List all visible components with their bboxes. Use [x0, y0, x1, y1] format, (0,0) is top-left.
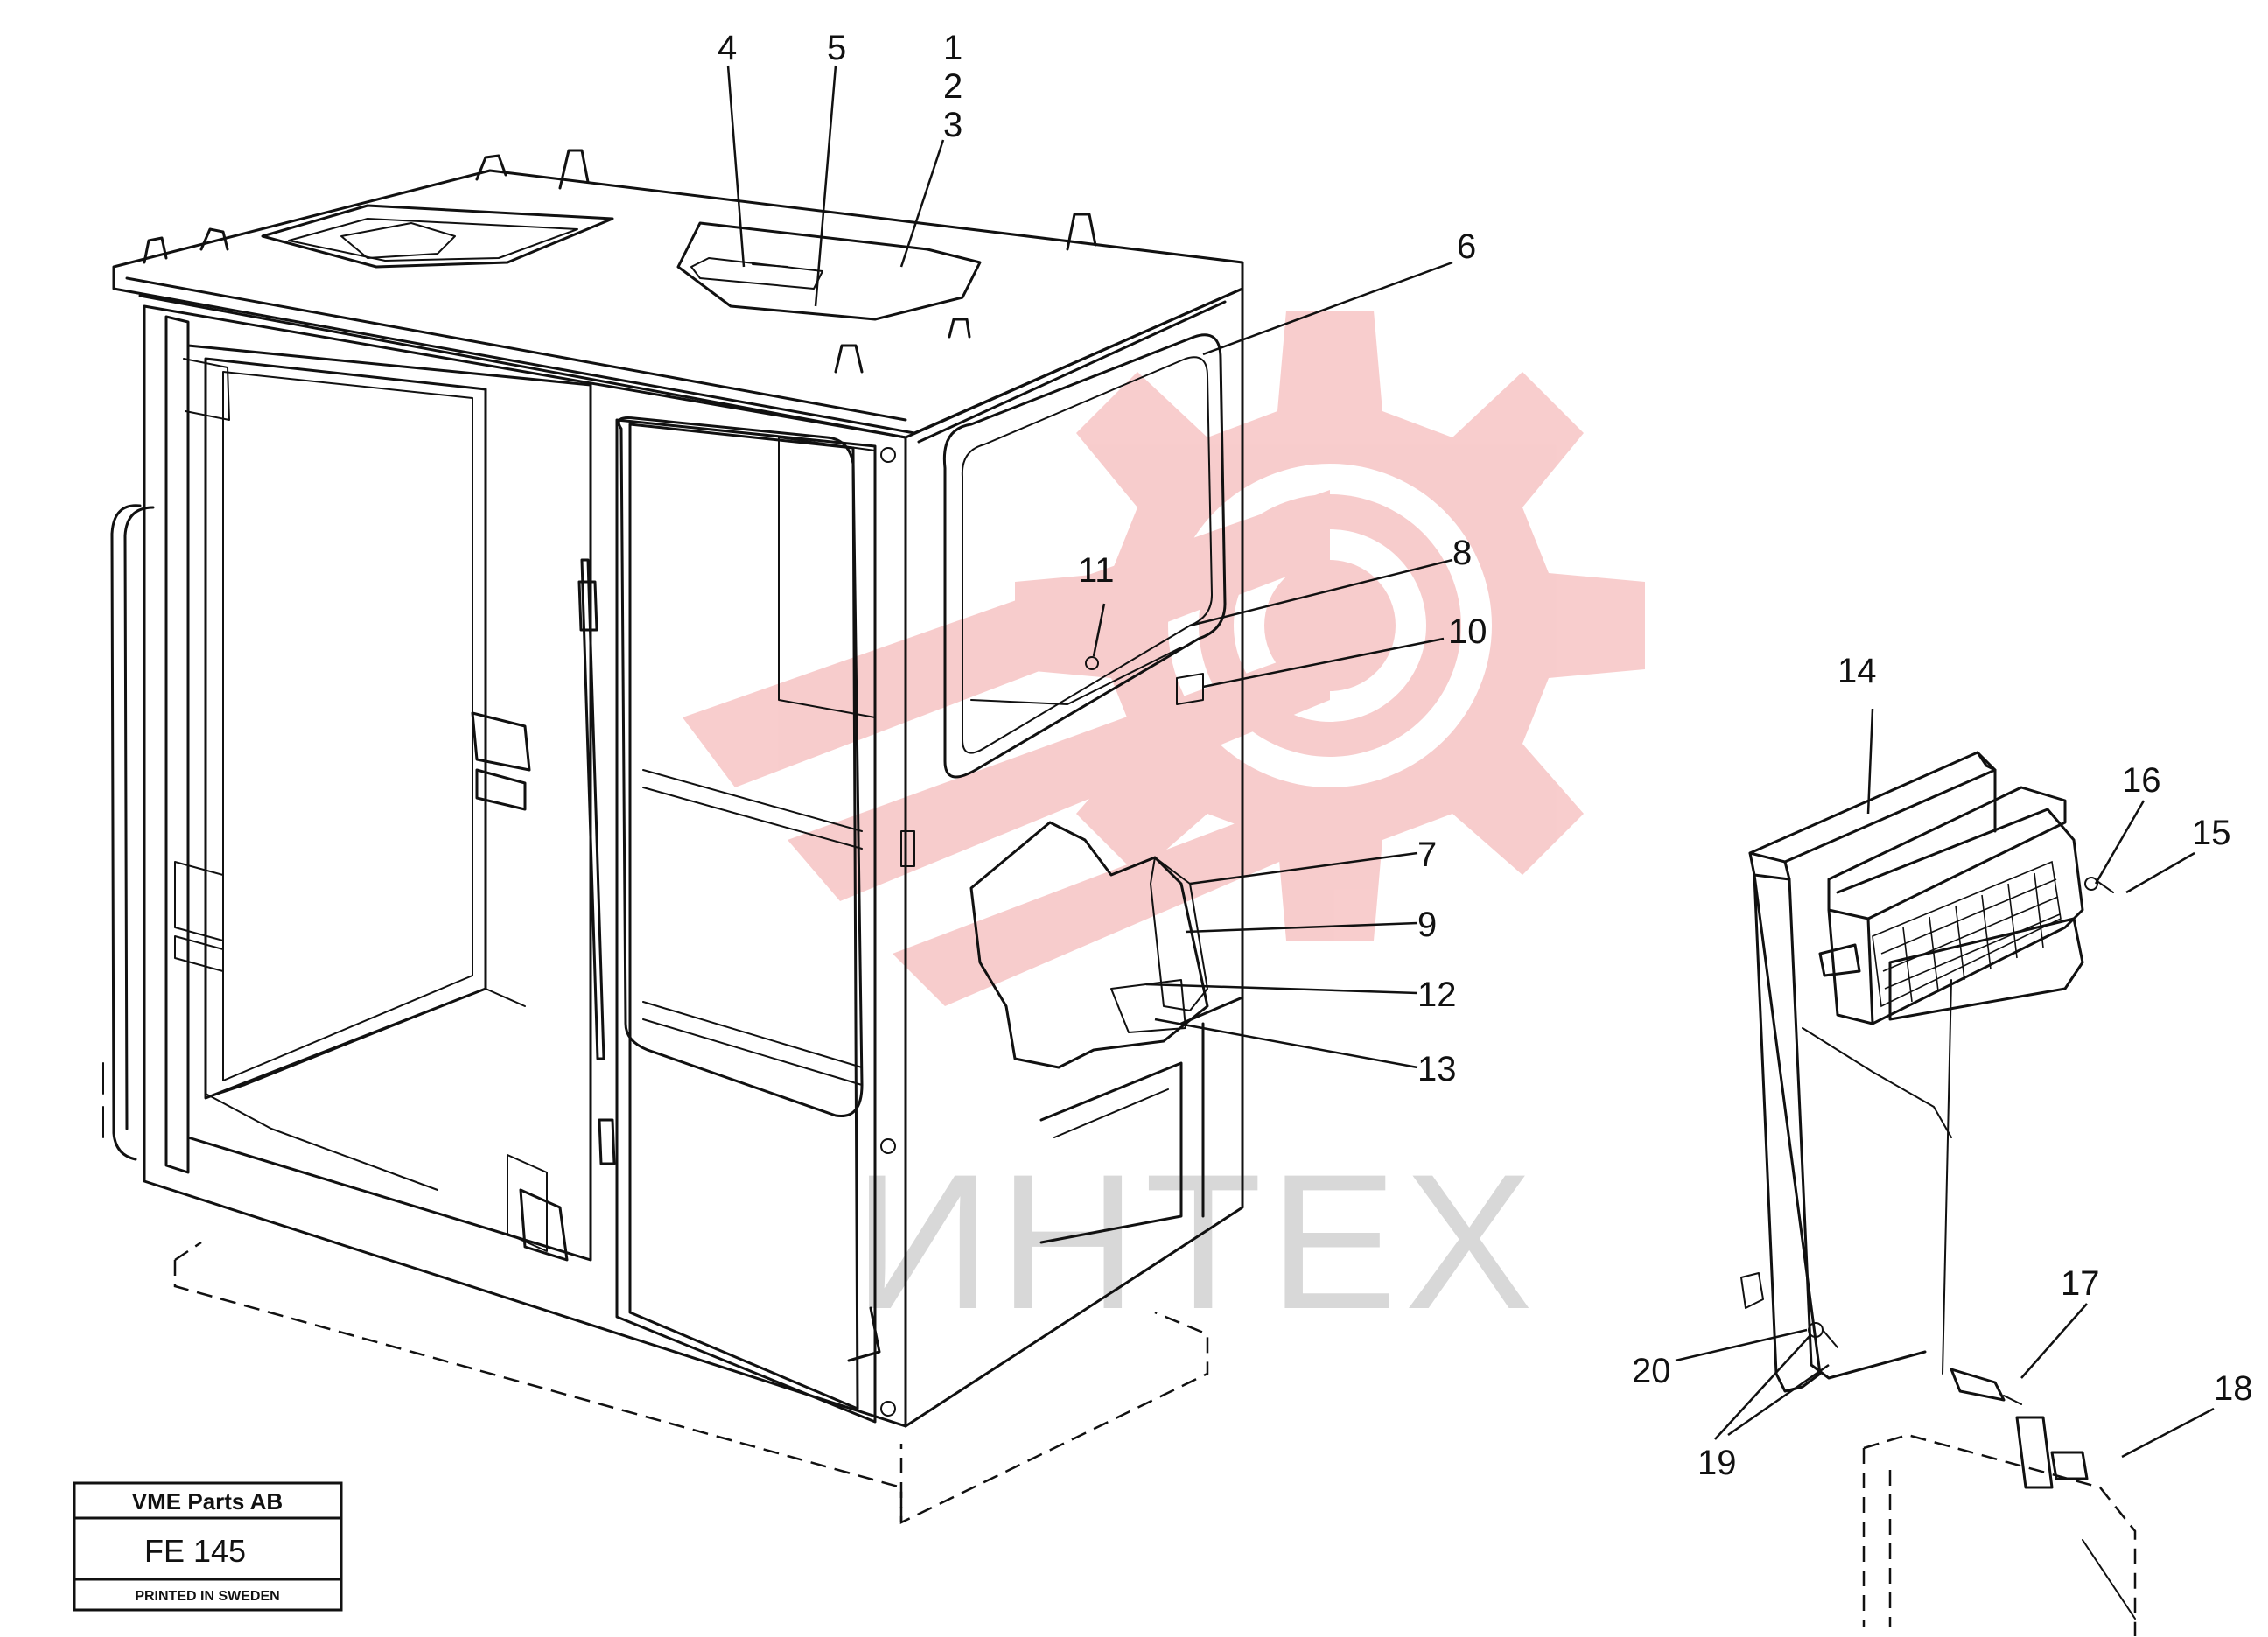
callout-18: 18: [2214, 1369, 2253, 1408]
callout-10: 10: [1448, 612, 1488, 651]
callout-12: 12: [1418, 976, 1457, 1014]
watermark-logo: [682, 311, 1645, 1006]
callout-1: 1: [943, 29, 962, 67]
callout-9: 9: [1418, 906, 1437, 944]
callout-2: 2: [943, 67, 962, 106]
callout-labels: 1 2 3 4 5 6 7 8 9 10 11 12 13 14 15 16 1…: [718, 29, 2253, 1482]
callout-7: 7: [1418, 836, 1437, 874]
lamp-assembly: [1740, 751, 2137, 1636]
callout-13: 13: [1418, 1050, 1457, 1088]
title-block-code: FE 145: [144, 1533, 246, 1569]
callout-5: 5: [827, 29, 846, 67]
callout-8: 8: [1452, 534, 1472, 572]
callout-6: 6: [1457, 227, 1476, 266]
callout-19: 19: [1698, 1444, 1737, 1482]
watermark-text: ИНТЕХ: [853, 1134, 1540, 1349]
callout-3: 3: [943, 106, 962, 144]
callout-20: 20: [1632, 1352, 1671, 1390]
leader-lines: [726, 65, 2215, 1459]
title-block-company: VME Parts AB: [132, 1488, 283, 1515]
callout-14: 14: [1838, 652, 1877, 690]
title-block-footer: PRINTED IN SWEDEN: [135, 1589, 279, 1604]
callout-15: 15: [2192, 814, 2231, 852]
callout-16: 16: [2122, 761, 2161, 800]
title-block: VME Parts AB FE 145 PRINTED IN SWEDEN: [73, 1481, 343, 1612]
callout-4: 4: [718, 29, 737, 67]
callout-11: 11: [1078, 551, 1115, 590]
callout-17: 17: [2061, 1264, 2100, 1303]
cab-assembly: [102, 149, 1244, 1524]
